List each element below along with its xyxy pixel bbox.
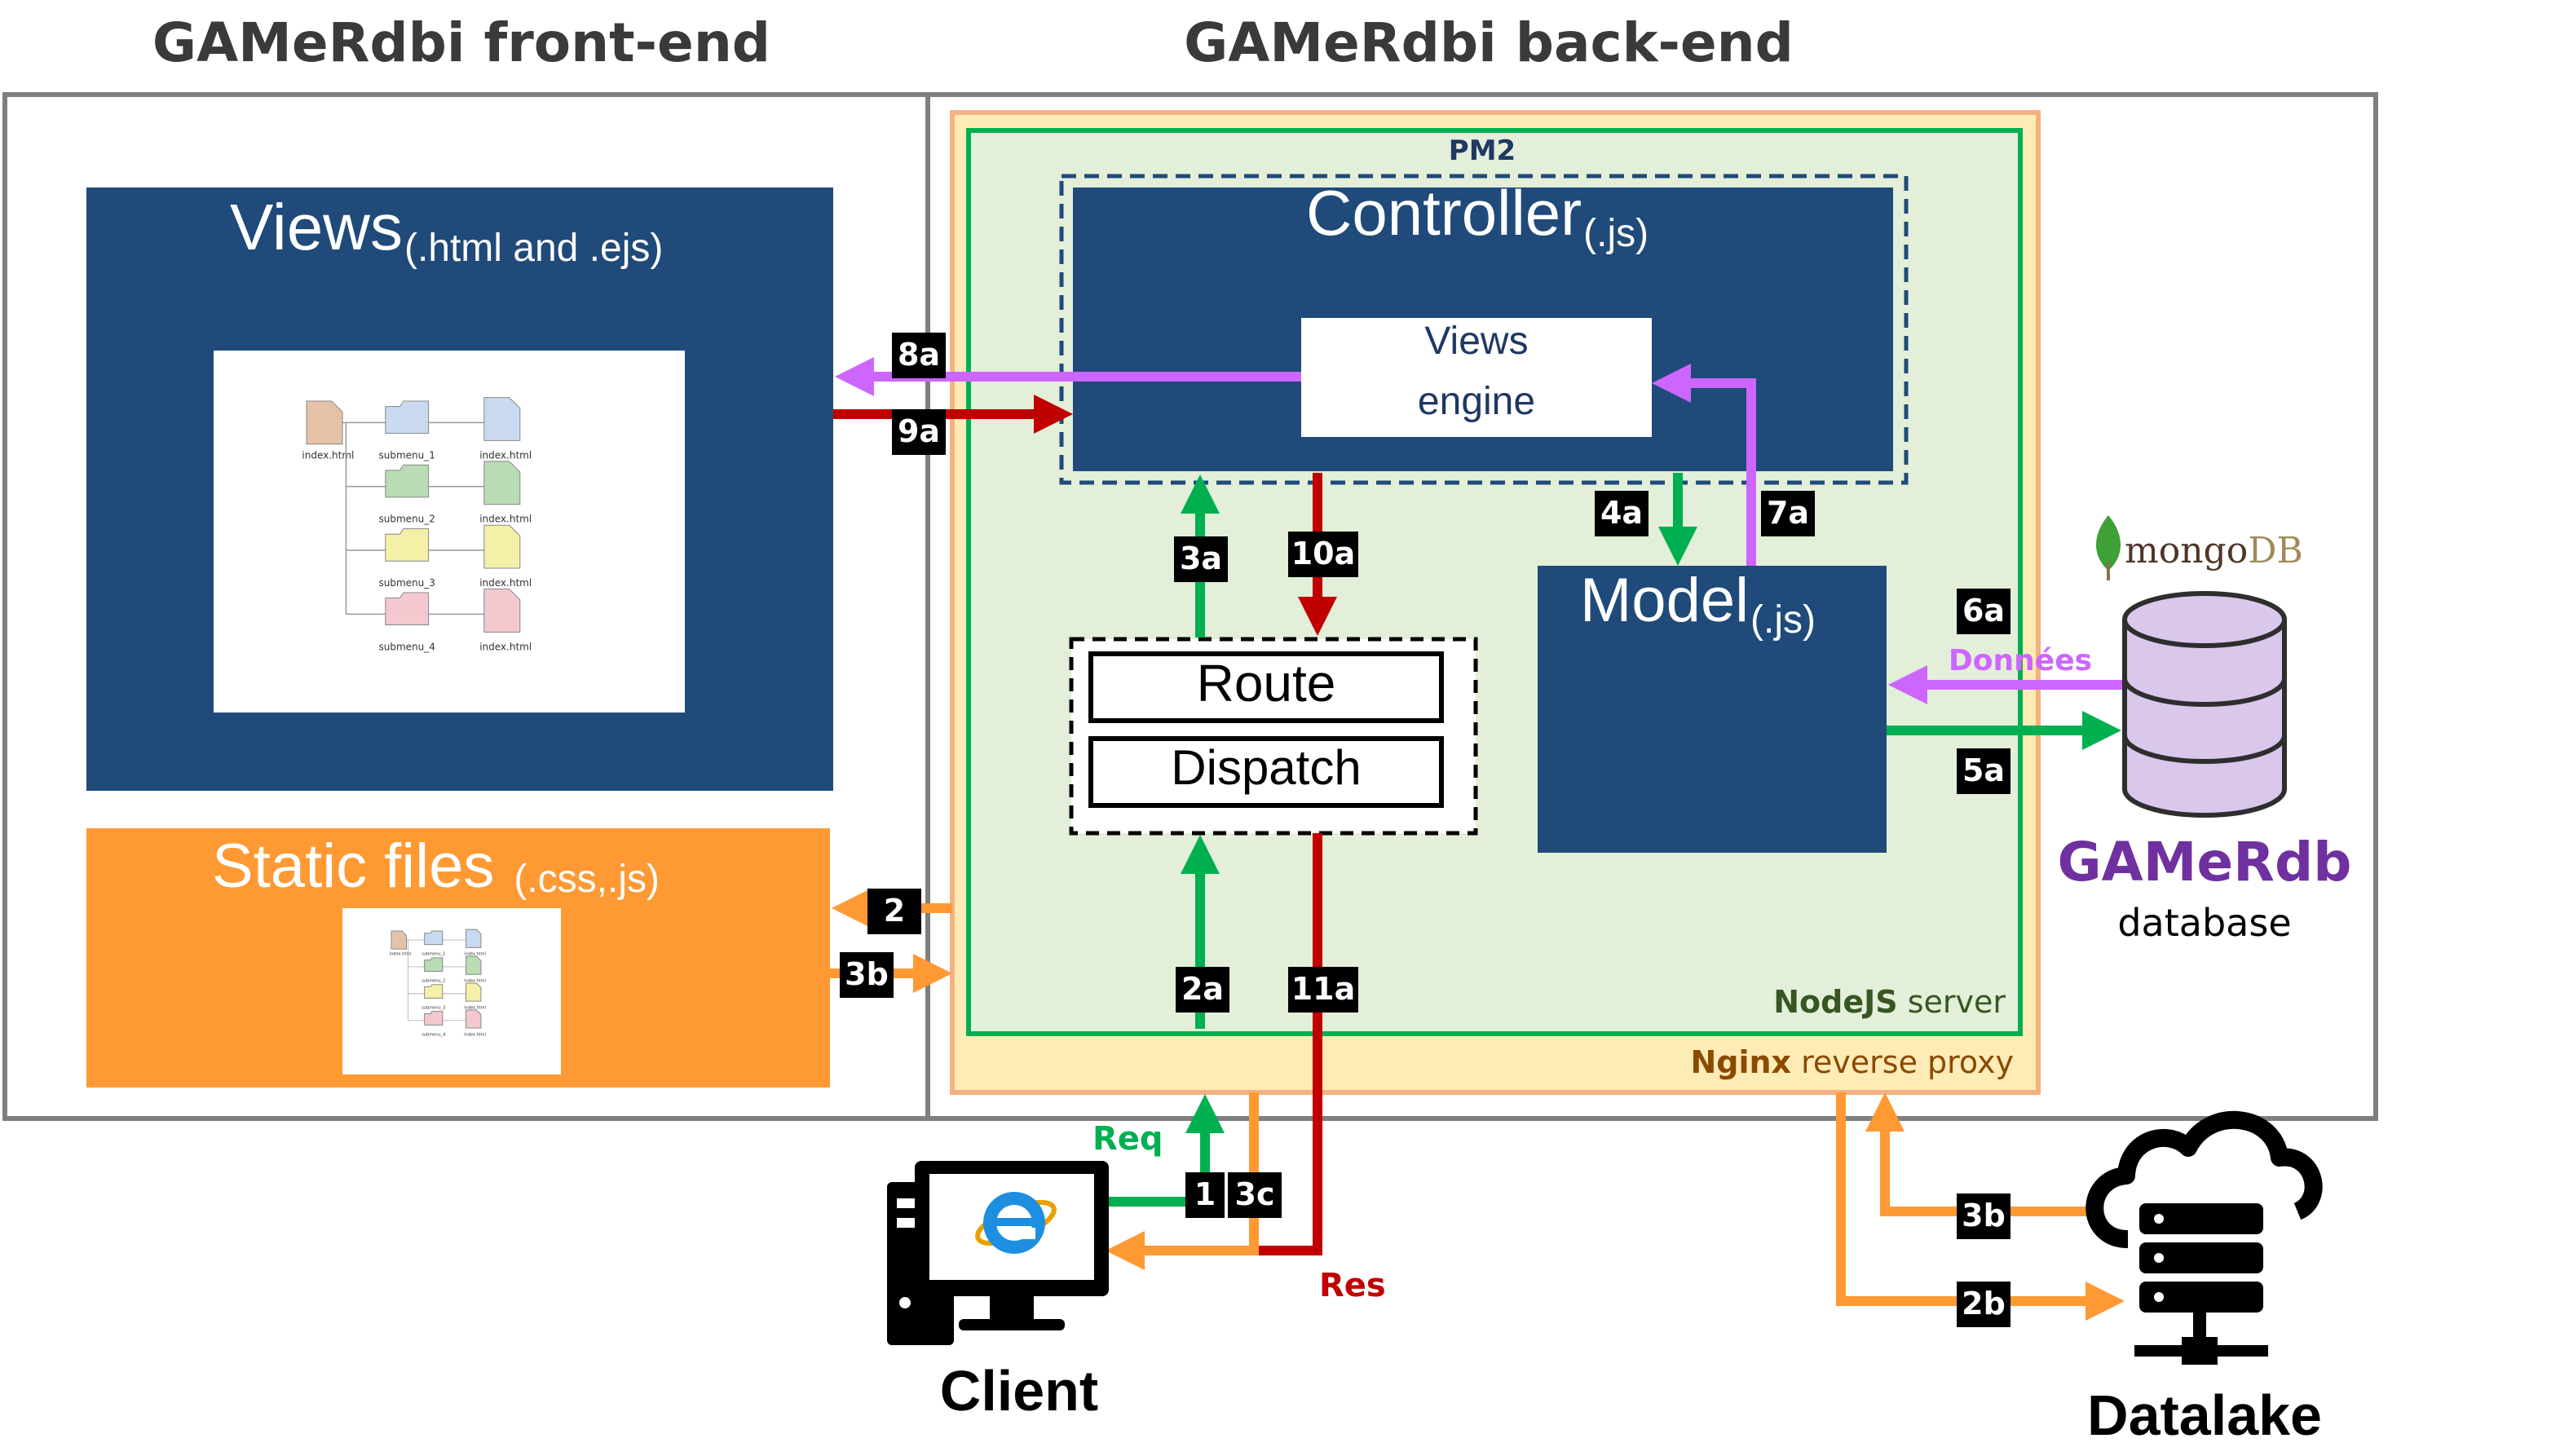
tree-folder-label: submenu_3 [422,1005,445,1010]
static-files-title: Static files(.css,.js) [212,832,660,901]
views-title: Views(.html and .ejs) [230,191,663,270]
model-box [1538,566,1887,853]
svg-text:3b: 3b [845,956,889,992]
svg-text:4a: 4a [1600,495,1643,531]
tree-file-label: index.html [464,1032,486,1037]
client-computer-icon [887,1161,1109,1345]
svg-text:11a: 11a [1291,971,1356,1007]
badge-6a: 6a [1957,589,2010,634]
badge-3a: 3a [1174,536,1228,582]
svg-text:3c: 3c [1235,1176,1275,1212]
tree-folder-label: submenu_2 [422,978,445,983]
arrow-3c [1106,1092,1259,1270]
database-icon [2122,591,2287,818]
badge-2b: 2b [1957,1282,2010,1327]
req-label: Req [1092,1120,1163,1158]
dispatch-box [1088,736,1444,808]
svg-text:2a: 2a [1181,971,1224,1007]
static-files-preview [342,908,561,1074]
gamerdb-name: GAMeRdb [2057,831,2351,893]
tree-root-label: index.html [390,952,412,957]
tree-root-label: index.html [302,449,354,461]
frontend-title: GAMeRdbi front-end [152,11,770,74]
controller-title: Controller(.js) [1306,177,1649,255]
tree-folder-label: submenu_1 [422,952,445,957]
svg-text:8a: 8a [898,337,940,373]
badge-2a: 2a [1176,967,1229,1013]
tree-folder-label: submenu_1 [378,449,435,461]
gamerdb-sub: database [2117,901,2291,945]
views-engine-line1: Views [1424,320,1528,363]
browser-e-icon [975,1192,1057,1254]
tree-file-label: index.html [479,514,532,525]
pm2-frame [1059,174,1909,485]
badge-8a: 8a [892,333,946,378]
route-label: Route [1197,654,1336,713]
route-box [1088,651,1444,723]
nodejs-label: NodeJS server [1773,984,2006,1020]
tree-file-label: index.html [464,952,486,957]
svg-text:7a: 7a [1767,495,1809,531]
backend-title: GAMeRdbi back-end [1184,11,1794,74]
arrow-3b-right [1865,1092,2089,1216]
svg-text:mongoDB: mongoDB [2125,530,2303,571]
mongodb-logo: mongoDB [2096,515,2303,580]
badge-5a: 5a [1957,748,2010,794]
client-label: Client [940,1359,1098,1423]
svg-text:6a: 6a [1962,593,2005,629]
backend-frame [925,92,2378,1121]
svg-text:10a: 10a [1291,536,1356,571]
views-engine-line2: engine [1418,380,1535,423]
svg-text:2: 2 [884,893,905,929]
tree-folder-label: submenu_3 [378,577,435,589]
arrow-2b [1836,1092,2125,1321]
badge-10a: 10a [1288,532,1358,577]
mongodb-leaf-icon [2096,515,2121,571]
badge-1: 1 [1185,1172,1225,1218]
tree-file-label: index.html [464,1005,486,1010]
tree-file-label: index.html [464,978,486,983]
tree-folder-label: submenu_4 [422,1032,445,1037]
badge-3c: 3c [1228,1172,1282,1218]
badge-11a: 11a [1288,967,1358,1013]
svg-text:3b: 3b [1962,1198,2006,1233]
badge-3b-right: 3b [1957,1193,2010,1239]
badge-2: 2 [867,889,921,934]
model-title: Model(.js) [1580,566,1816,642]
badge-4a: 4a [1595,491,1649,536]
svg-text:3a: 3a [1180,540,1222,576]
datalake-cloud-server-icon [2086,1110,2323,1365]
badge-9a: 9a [892,409,946,455]
donnees-label: Données [1949,644,2092,677]
tree-file-label: index.html [479,449,532,461]
badge-7a: 7a [1761,491,1815,536]
svg-text:1: 1 [1194,1176,1216,1212]
tree-folder-label: submenu_2 [378,514,435,525]
svg-text:5a: 5a [1962,752,2005,788]
badge-3b-left: 3b [840,952,894,998]
svg-text:9a: 9a [898,413,940,449]
res-label: Res [1319,1267,1386,1304]
tree-folder-label: submenu_4 [378,641,435,652]
views-preview [214,351,685,713]
dispatch-label: Dispatch [1171,740,1361,795]
svg-text:2b: 2b [1962,1286,2006,1321]
tree-file-label: index.html [479,577,532,589]
pm2-label: PM2 [1449,135,1516,167]
tree-file-label: index.html [479,641,532,652]
views-engine-box [1301,318,1652,437]
datalake-label: Datalake [2087,1383,2322,1447]
arrow-7a [1652,364,1756,566]
nginx-label: Nginx reverse proxy [1690,1044,2014,1080]
